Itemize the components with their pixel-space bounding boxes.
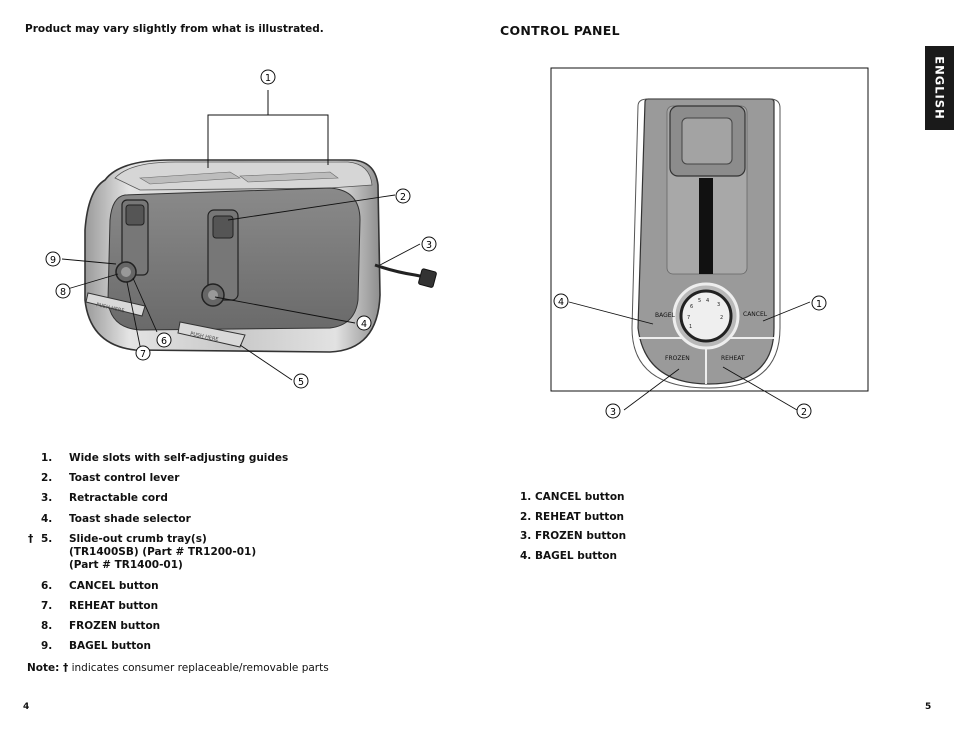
toaster-callout-4: 4 [356, 315, 372, 331]
page-number-left: 4 [23, 702, 30, 712]
parts-list-item: 3. Retractable cord [25, 492, 405, 512]
parts-list-item: 4. Toast shade selector [25, 513, 405, 533]
part-name: Retractable cord [69, 492, 168, 505]
callout-number: 8 [60, 287, 66, 298]
part-name: Slide-out crumb tray(s) (TR1400SB) (Part… [69, 533, 256, 572]
toaster-callout-5: 5 [293, 373, 309, 389]
parts-list-item: 1. Wide slots with self-adjusting guides [25, 452, 405, 472]
dial-number: 2 [720, 315, 723, 321]
reheat-button-label: REHEAT [721, 355, 745, 362]
part-name: Wide slots with self-adjusting guides [69, 452, 289, 464]
control-panel-title: CONTROL PANEL [500, 23, 620, 38]
language-tab: ENGLISH [925, 46, 954, 130]
part-number: 8. [41, 620, 53, 633]
part-number: 4. [41, 512, 53, 525]
dial-number: 5 [698, 298, 701, 304]
dial-number: 7 [687, 315, 690, 321]
toaster-illustration: PUSH HERE PUSH HERE 1 2 3 4 5 6 7 [45, 69, 437, 389]
part-dagger: † [28, 532, 34, 545]
part-name: FROZEN button [69, 620, 161, 633]
callout-number: 1 [816, 299, 822, 310]
callout-number: 4 [558, 297, 564, 308]
control-panel-part: 2. REHEAT button [520, 510, 625, 523]
toaster-callout-1: 1 [260, 69, 276, 85]
toaster-callout-9: 9 [45, 251, 61, 267]
part-number: 5. [41, 532, 53, 545]
callout-number: 4 [361, 319, 367, 330]
part-name: BAGEL button [69, 640, 151, 653]
callout-number: 3 [426, 240, 432, 251]
callout-number: 2 [801, 407, 807, 418]
parts-list-item: 9. BAGEL button [25, 640, 405, 660]
callout-number: 3 [610, 407, 616, 418]
page-number-right: 5 [925, 702, 932, 712]
part-name-line: (TR1400SB) (Part # TR1200-01) [69, 545, 257, 558]
note-label: Note: † [27, 662, 69, 674]
dial-number: 6 [690, 304, 693, 310]
illustration-note: Product may vary slightly from what is i… [25, 23, 324, 35]
control-callout-4: 4 [553, 293, 569, 309]
toaster-callout-3: 3 [421, 236, 437, 252]
part-name: Toast control lever [69, 472, 180, 485]
part-number: 6. [41, 579, 53, 592]
part-name-line: (Part # TR1400-01) [69, 558, 183, 571]
callout-number: 1 [265, 73, 271, 84]
toaster-callout-7: 7 [135, 345, 151, 361]
dial-number: 3 [717, 302, 720, 308]
part-number: 7. [41, 599, 53, 612]
control-panel-illustration: 1 2 3 4 5 6 7 BAGEL CANCEL FROZEN REHEAT… [550, 67, 869, 419]
toaster-callout-2: 2 [395, 188, 411, 204]
part-number: 1. [41, 452, 53, 464]
toaster-callout-6: 6 [156, 332, 172, 348]
part-name: REHEAT button [69, 599, 159, 612]
parts-list-item: 2. Toast control lever [25, 472, 405, 492]
parts-list-item: 7. REHEAT button [25, 600, 405, 620]
part-number: 3. [41, 492, 53, 505]
callout-number: 7 [140, 349, 146, 360]
cancel-button-label: CANCEL [743, 311, 768, 318]
dial-number: 1 [689, 324, 692, 330]
control-callout-3: 3 [605, 403, 621, 419]
control-panel-part: 1. CANCEL button [520, 491, 625, 503]
parts-list: 1. Wide slots with self-adjusting guides… [25, 452, 405, 661]
control-panel-parts-list: 1. CANCEL button 2. REHEAT button 3. FRO… [520, 491, 626, 569]
parts-list-item: 6. CANCEL button [25, 580, 405, 600]
callout-number: 2 [400, 192, 406, 203]
replaceable-parts-note: Note: † indicates consumer replaceable/r… [27, 662, 329, 674]
control-panel-part: 3. FROZEN button [520, 530, 627, 542]
callout-number: 9 [50, 255, 56, 266]
shade-dial-numbers: 1 2 3 4 5 6 7 [687, 298, 723, 330]
parts-list-item: † 5. Slide-out crumb tray(s) (TR1400SB) … [25, 533, 405, 580]
note-text: indicates consumer replaceable/removable… [68, 662, 329, 674]
crumb-tray-label-right: PUSH HERE [190, 331, 219, 343]
callout-number: 5 [298, 377, 304, 388]
parts-list-item: 8. FROZEN button [25, 620, 405, 640]
bagel-button-label: BAGEL [655, 312, 676, 319]
frozen-button-label: FROZEN [665, 355, 690, 362]
callout-number: 6 [161, 336, 167, 347]
part-name: CANCEL button [69, 579, 159, 592]
part-name-line: Slide-out crumb tray(s) [69, 532, 207, 545]
control-callout-1: 1 [811, 295, 827, 311]
part-number: 2. [41, 472, 53, 485]
toaster-callout-8: 8 [55, 283, 71, 299]
part-number: 9. [41, 640, 53, 653]
dial-number: 4 [706, 298, 709, 304]
control-panel-part: 4. BAGEL button [520, 549, 617, 562]
part-name: Toast shade selector [69, 512, 191, 525]
control-callout-2: 2 [796, 403, 812, 419]
language-tab-label: ENGLISH [932, 56, 947, 120]
